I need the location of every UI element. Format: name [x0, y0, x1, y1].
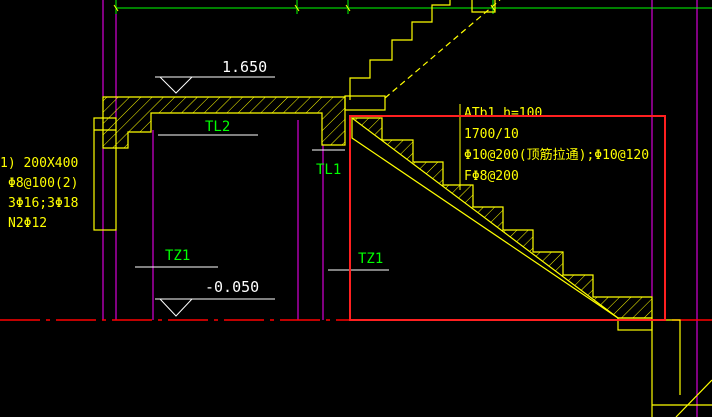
column-spec-block: 1) 200X400 Φ8@100(2) 3Φ16;3Φ18 N2Φ12: [0, 156, 78, 231]
bottom-elevation-label: -0.050: [205, 278, 259, 296]
lower-landing: [651, 319, 712, 417]
grid-lines: [102, 0, 698, 417]
top-dimension: [113, 0, 712, 14]
stair-spec-line1: ATb1 h=100: [464, 106, 542, 121]
beam-tag-tl1: TL1: [316, 162, 341, 178]
stair-spec-line3: Φ10@200(顶筋拉通);Φ10@120: [464, 147, 649, 163]
column-side-bars: N2Φ12: [8, 216, 47, 231]
beam-tag-tl2: TL2: [205, 119, 230, 135]
stair-spec-line2: 1700/10: [464, 127, 519, 142]
column-stirrup: Φ8@100(2): [8, 176, 78, 191]
top-elevation-label: 1.650: [222, 58, 267, 76]
landing-slab: [93, 95, 386, 231]
highlight-selection-box: [349, 115, 666, 321]
stair-spec-block: ATb1 h=100 1700/10 Φ10@200(顶筋拉通);Φ10@120…: [459, 104, 649, 190]
tag-leader-lines: [135, 134, 389, 271]
column-main-bars: 3Φ16;3Φ18: [8, 196, 78, 211]
column-size: 1) 200X400: [0, 156, 78, 171]
stair-spec-line4: FΦ8@200: [464, 169, 519, 184]
column-tag-right: TZ1: [358, 251, 383, 267]
lower-stair-flight: [350, 117, 653, 331]
elevation-marker-bottom: [155, 298, 275, 317]
column-tag-left: TZ1: [165, 248, 190, 264]
elevation-marker-top: [155, 76, 275, 94]
upper-stair-flight: [349, 0, 501, 100]
